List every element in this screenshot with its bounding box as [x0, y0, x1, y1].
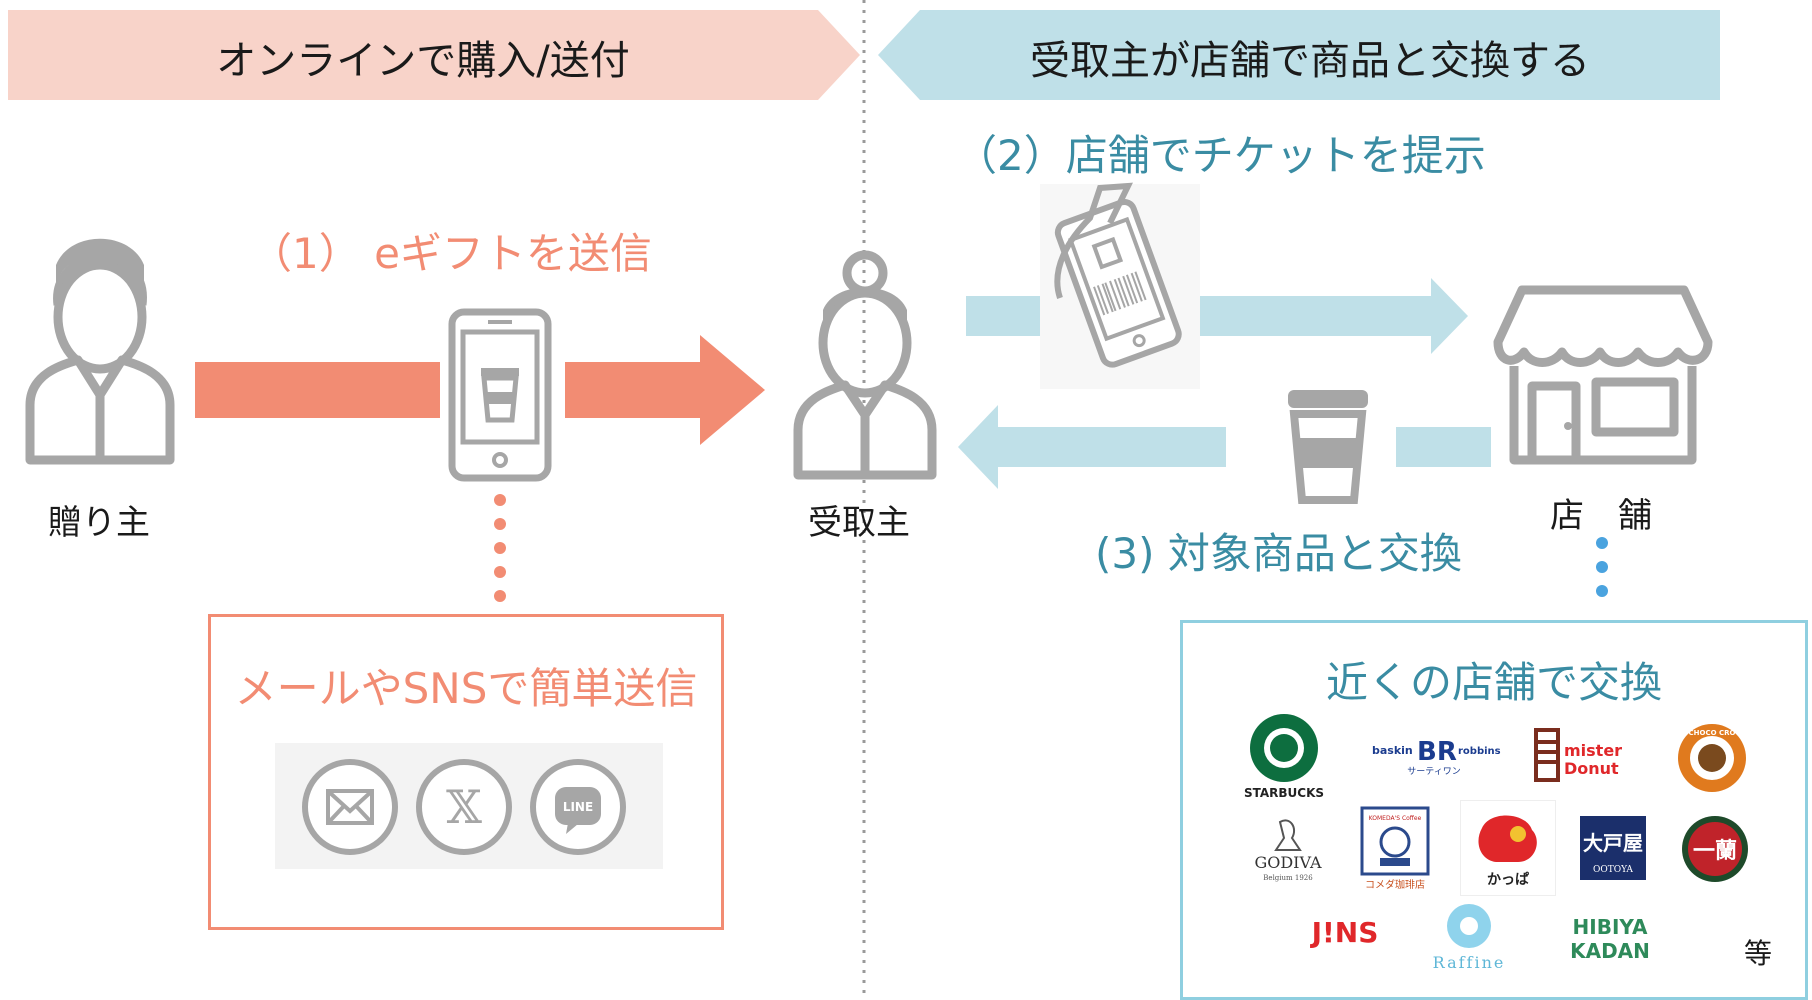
svg-text:GODIVA: GODIVA [1254, 853, 1322, 872]
line-icon-text: LINE [563, 800, 593, 814]
mail-icon[interactable] [300, 757, 400, 857]
svg-text:かっぱ: かっぱ [1487, 871, 1529, 888]
receiver-person-icon [793, 250, 937, 480]
chococro-logo: CHOCO CRO [1678, 724, 1746, 792]
svg-text:J!NS: J!NS [1310, 916, 1379, 949]
x-icon-glyph: 𝕏 [446, 780, 482, 834]
send-arrow [195, 335, 765, 445]
x-icon[interactable]: 𝕏 [414, 757, 514, 857]
svg-text:コメダ珈琲店: コメダ珈琲店 [1365, 878, 1425, 891]
svg-text:Belgium 1926: Belgium 1926 [1263, 874, 1313, 882]
phone-in-hand-icon [1040, 182, 1200, 389]
svg-text:KOMEDA'S Coffee: KOMEDA'S Coffee [1369, 815, 1422, 822]
svg-text:CHOCO CRO: CHOCO CRO [1689, 729, 1736, 737]
banner-right-text: 受取主が店舗で商品と交換する [1030, 38, 1590, 84]
logos-suffix: 等 [1744, 937, 1773, 970]
step1-label: （1） eギフトを送信 [250, 229, 652, 278]
step3-label: (3) 対象商品と交換 [1095, 529, 1462, 578]
giver-label: 贈り主 [48, 503, 150, 543]
store-label: 店 舗 [1550, 496, 1652, 536]
svg-text:OOTOYA: OOTOYA [1593, 865, 1633, 875]
exchange-box-title: 近くの店舗で交換 [1325, 658, 1662, 707]
raffine-logo: Raffine [1433, 904, 1506, 972]
store-icon [1493, 285, 1713, 465]
coffee-cup-icon [1283, 380, 1373, 505]
svg-text:一蘭: 一蘭 [1693, 839, 1737, 864]
receiver-label: 受取主 [808, 503, 910, 543]
baskin-robbins-logo: baskin BR robbins サーティワン [1372, 737, 1501, 777]
jins-logo: J!NS [1310, 916, 1379, 949]
svg-text:mister: mister [1564, 741, 1622, 760]
starbucks-logo: STARBUCKS [1244, 714, 1324, 800]
svg-text:サーティワン: サーティワン [1407, 766, 1460, 777]
ootoya-logo: 大戸屋 OOTOYA [1580, 816, 1646, 880]
hibiya-kadan-logo: HIBIYA KADAN [1570, 915, 1650, 963]
svg-text:STARBUCKS: STARBUCKS [1244, 786, 1324, 800]
svg-text:BR: BR [1417, 737, 1457, 767]
banner-left-text: オンラインで購入/送付 [216, 38, 630, 84]
svg-text:Raffine: Raffine [1433, 953, 1506, 972]
svg-text:robbins: robbins [1458, 746, 1501, 757]
ichiran-logo: 一蘭 [1682, 816, 1748, 882]
mister-donut-logo: mister Donut [1534, 728, 1622, 782]
send-box-title: メールやSNSで簡単送信 [234, 664, 698, 713]
godiva-logo: GODIVA Belgium 1926 [1254, 819, 1322, 882]
svg-text:KADAN: KADAN [1570, 939, 1650, 963]
exchange-arrow [958, 405, 1491, 489]
phone-icon [448, 308, 552, 482]
giver-person-icon [25, 238, 175, 465]
svg-text:HIBIYA: HIBIYA [1573, 915, 1648, 939]
svg-text:Donut: Donut [1564, 759, 1619, 778]
svg-text:baskin: baskin [1372, 744, 1413, 757]
step2-label: （2）店舗でチケットを提示 [955, 131, 1486, 180]
komeda-logo: KOMEDA'S Coffee コメダ珈琲店 [1360, 806, 1430, 891]
line-icon[interactable]: LINE [528, 757, 628, 857]
present-arrow [966, 278, 1468, 354]
exchange-box: 近くの店舗で交換 [1180, 620, 1808, 1000]
kappa-logo: かっぱ [1460, 800, 1556, 896]
svg-text:大戸屋: 大戸屋 [1583, 831, 1643, 855]
phone-dots [494, 494, 506, 602]
store-dots [1596, 537, 1608, 597]
